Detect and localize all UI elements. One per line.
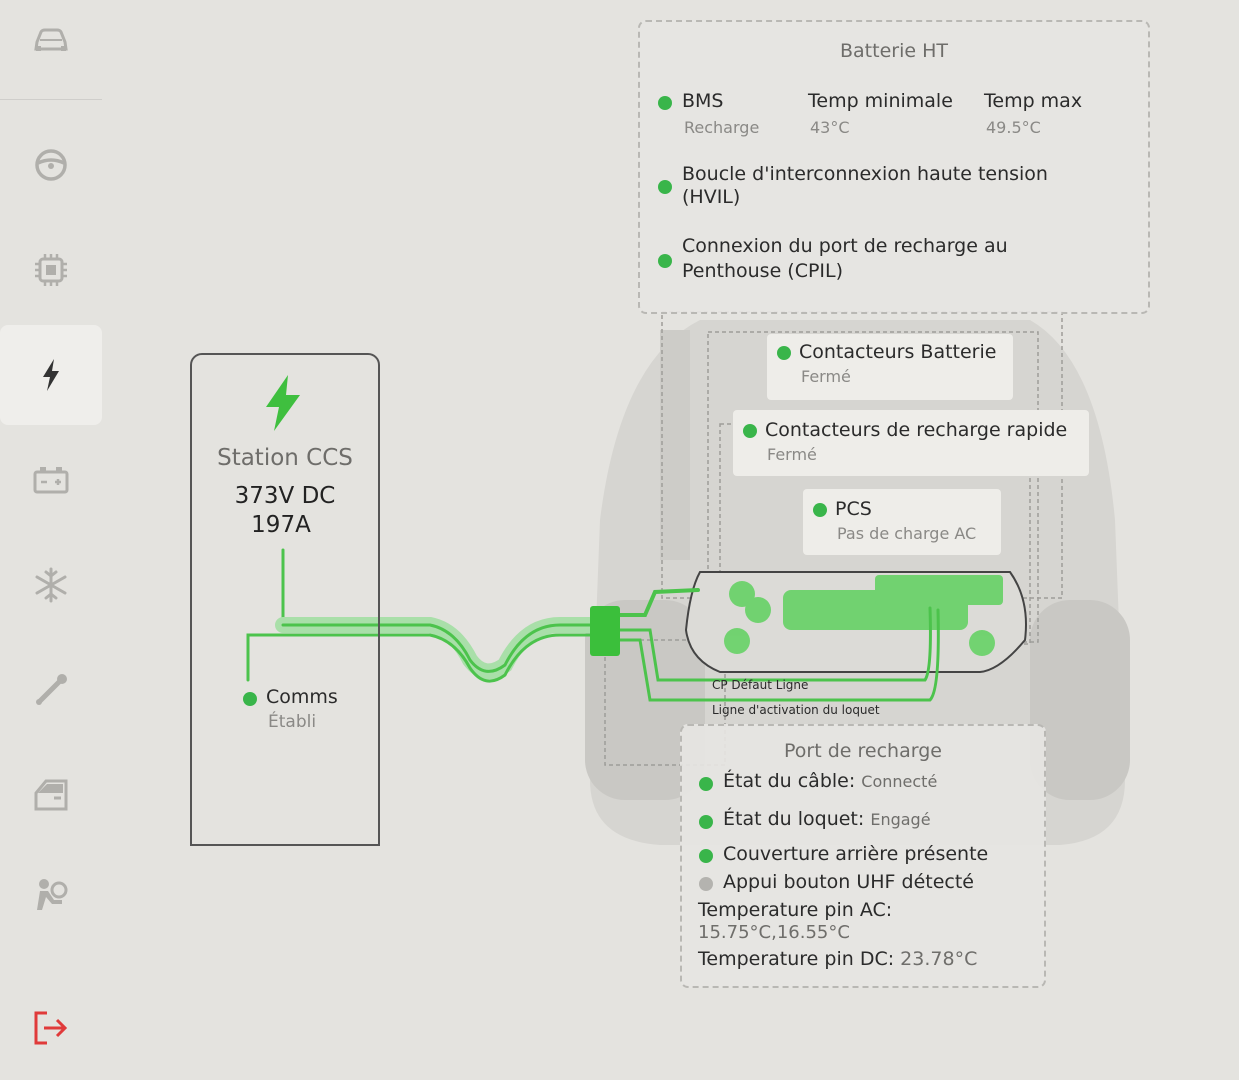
- battery-contactors-dot: [777, 346, 791, 360]
- sidebar-item-battery[interactable]: [0, 430, 102, 530]
- hvil-status-dot: [658, 180, 672, 194]
- cpil-status-dot: [658, 254, 672, 268]
- sidebar-item-suspension[interactable]: [0, 640, 102, 740]
- temp-max-value: 49.5°C: [986, 118, 1041, 137]
- latch-line-label: Ligne d'activation du loquet: [712, 703, 880, 717]
- hv-battery-panel: Batterie HT BMS Recharge Temp minimale 4…: [638, 20, 1150, 314]
- sidebar-item-doors[interactable]: [0, 745, 102, 845]
- temp-min-label: Temp minimale: [808, 90, 953, 112]
- station-current: 197A: [251, 512, 311, 538]
- latch-state-row: État du loquet: Engagé: [723, 808, 931, 830]
- ac-pin-temp-value: 15.75°C,16.55°C: [698, 922, 850, 943]
- bms-status-dot: [658, 96, 672, 110]
- chip-icon: [35, 254, 67, 286]
- fast-charge-contactors-card: Contacteurs de recharge rapide Fermé: [733, 410, 1089, 476]
- sidebar-item-car[interactable]: [0, 0, 102, 90]
- sidebar-item-charging[interactable]: [0, 325, 102, 425]
- wrench-icon: [36, 674, 67, 705]
- comms-label: Comms: [266, 686, 338, 708]
- dc-pin-temp-label: Temperature pin DC:: [698, 948, 895, 970]
- lightning-icon: [43, 359, 59, 391]
- fast-charge-contactors-dot: [743, 424, 757, 438]
- sidebar-divider: [0, 99, 102, 100]
- snowflake-icon: [35, 567, 67, 603]
- battery-contactors-label: Contacteurs Batterie: [799, 341, 997, 363]
- cable-state-label: État du câble:: [723, 770, 856, 792]
- ac-pin-temp-label: Temperature pin AC:: [698, 899, 893, 921]
- rear-cover-label: Couverture arrière présente: [723, 843, 989, 865]
- fast-charge-contactors-label: Contacteurs de recharge rapide: [765, 419, 1068, 441]
- sidebar-item-hardware[interactable]: [0, 220, 102, 320]
- cable-status-dot: [699, 777, 713, 791]
- sidebar-item-exit[interactable]: [0, 978, 102, 1078]
- latch-state-label: État du loquet:: [723, 808, 865, 830]
- battery-contactors-card: Contacteurs Batterie Fermé: [767, 334, 1013, 400]
- cp-fault-line-label: CP Défaut Ligne: [712, 678, 809, 692]
- steering-wheel-icon: [35, 149, 67, 181]
- comms-state: Établi: [268, 712, 317, 732]
- charge-port-title: Port de recharge: [784, 740, 942, 762]
- lightning-icon: [266, 375, 300, 431]
- uhf-button-label: Appui bouton UHF détecté: [723, 871, 974, 893]
- pcs-status-dot: [813, 503, 827, 517]
- comms-status-dot: [243, 692, 257, 706]
- hvil-line2: (HVIL): [682, 186, 741, 208]
- battery-icon: [33, 467, 69, 494]
- cable-state-value: Connecté: [861, 772, 938, 791]
- airbag-icon: [37, 879, 68, 910]
- charge-port-connector: [590, 606, 620, 656]
- dc-pin-temp-value: 23.78°C: [900, 948, 978, 970]
- latch-status-dot: [699, 815, 713, 829]
- sidebar-item-thermal[interactable]: [0, 535, 102, 635]
- station-name: Station CCS: [217, 445, 353, 471]
- sidebar-item-autopilot[interactable]: [0, 115, 102, 215]
- temp-min-value: 43°C: [810, 118, 850, 137]
- latch-state-value: Engagé: [870, 810, 931, 829]
- door-icon: [34, 779, 68, 811]
- sidebar-item-safety[interactable]: [0, 845, 102, 945]
- exit-icon: [34, 1011, 68, 1045]
- station-voltage: 373V DC: [234, 483, 336, 509]
- cpil-line1: Connexion du port de recharge au: [682, 235, 1008, 257]
- sidebar: [0, 0, 102, 1080]
- pcs-card: PCS Pas de charge AC: [803, 489, 1001, 555]
- bms-label: BMS: [682, 90, 724, 112]
- hvil-line1: Boucle d'interconnexion haute tension: [682, 163, 1048, 185]
- pcs-state: Pas de charge AC: [837, 524, 977, 543]
- rear-cover-status-dot: [699, 849, 713, 863]
- uhf-button-status-dot: [699, 877, 713, 891]
- dc-pin-temp-row: Temperature pin DC: 23.78°C: [698, 948, 977, 970]
- cpil-line2: Penthouse (CPIL): [682, 260, 844, 282]
- hv-battery-title: Batterie HT: [840, 40, 948, 62]
- temp-max-label: Temp max: [984, 90, 1083, 112]
- charge-port-panel: Port de recharge État du câble: Connecté…: [680, 724, 1046, 988]
- fast-charge-contactors-state: Fermé: [767, 445, 817, 464]
- right-wheel: [1030, 600, 1130, 800]
- pcs-label: PCS: [835, 498, 872, 520]
- bms-state: Recharge: [684, 118, 760, 137]
- battery-contactors-state: Fermé: [801, 367, 851, 386]
- car-icon: [34, 28, 68, 51]
- ccs-station-box: Station CCS 373V DC 197A Comms Établi: [190, 353, 380, 846]
- cable-state-row: État du câble: Connecté: [723, 770, 937, 792]
